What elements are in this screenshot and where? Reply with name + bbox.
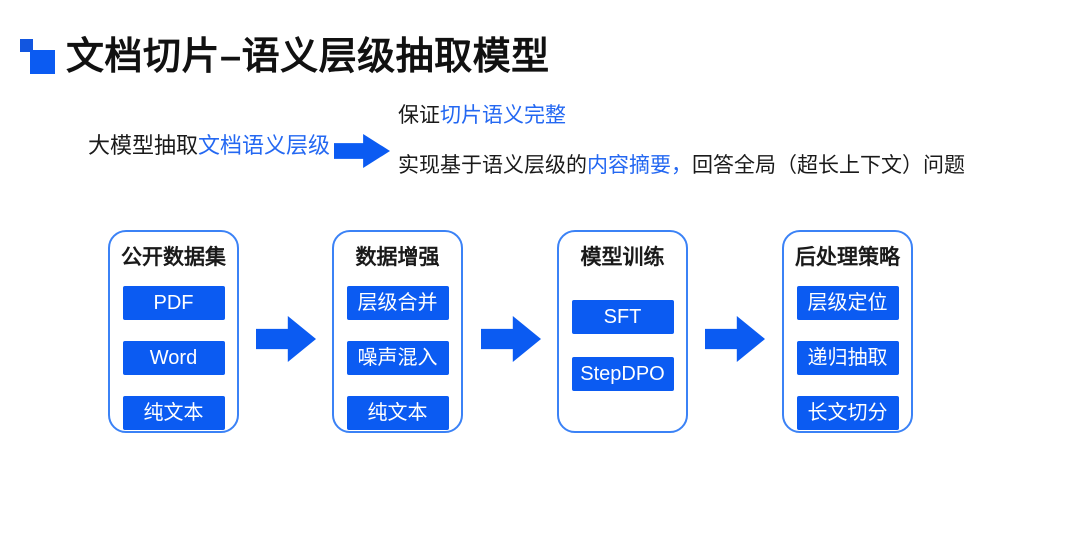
chip-stepdpo: StepDPO	[571, 357, 674, 391]
arrow-right-icon	[256, 316, 316, 362]
intro-left-text: 大模型抽取文档语义层级	[88, 131, 330, 161]
stage-card-postprocess-strategy: 后处理策略 层级定位 递归抽取 长文切分	[782, 230, 913, 433]
chip-hierarchy-locate: 层级定位	[796, 286, 899, 320]
chip-pdf: PDF	[122, 286, 225, 320]
logo-squares-icon	[20, 39, 56, 75]
line2-black2: 回答全局（超长上下文）问题	[692, 154, 965, 177]
stage-chips: 层级定位 递归抽取 长文切分	[796, 286, 899, 430]
chip-recursive-extract: 递归抽取	[796, 341, 899, 375]
intro-benefit-line1: 保证切片语义完整	[398, 102, 566, 130]
intro-benefit-line2: 实现基于语义层级的内容摘要，回答全局（超长上下文）问题	[398, 152, 965, 180]
logo-big-square	[30, 50, 55, 74]
chip-long-text-split: 长文切分	[796, 396, 899, 430]
chip-word: Word	[122, 341, 225, 375]
chip-plain-text: 纯文本	[122, 396, 225, 430]
arrow-right-icon	[481, 316, 541, 362]
page-title: 文档切片–语义层级抽取模型	[66, 36, 550, 78]
stage-card-model-training: 模型训练 SFT StepDPO	[557, 230, 688, 433]
chip-sft: SFT	[571, 300, 674, 334]
line1-black: 保证	[398, 104, 440, 127]
stage-title: 模型训练	[580, 246, 665, 269]
line1-blue: 切片语义完整	[440, 104, 566, 127]
intro-left-blue: 文档语义层级	[198, 133, 331, 158]
logo-small-square	[20, 39, 33, 52]
line2-blue: 内容摘要，	[587, 154, 692, 177]
stage-chips: 层级合并 噪声混入 纯文本	[346, 286, 449, 430]
intro-left-black: 大模型抽取	[88, 133, 199, 158]
stage-title: 后处理策略	[795, 246, 900, 269]
stage-chips: PDF Word 纯文本	[122, 286, 225, 430]
stage-title: 数据增强	[355, 246, 440, 269]
stage-card-data-augmentation: 数据增强 层级合并 噪声混入 纯文本	[332, 230, 463, 433]
line2-black1: 实现基于语义层级的	[398, 154, 587, 177]
chip-hierarchy-merge: 层级合并	[346, 286, 449, 320]
arrow-right-icon	[705, 316, 765, 362]
chip-noise-mixing: 噪声混入	[346, 341, 449, 375]
stage-title: 公开数据集	[121, 246, 226, 269]
arrow-right-icon	[334, 134, 390, 168]
stage-card-public-datasets: 公开数据集 PDF Word 纯文本	[108, 230, 239, 433]
chip-plain-text: 纯文本	[346, 396, 449, 430]
stage-chips: SFT StepDPO	[571, 300, 674, 391]
